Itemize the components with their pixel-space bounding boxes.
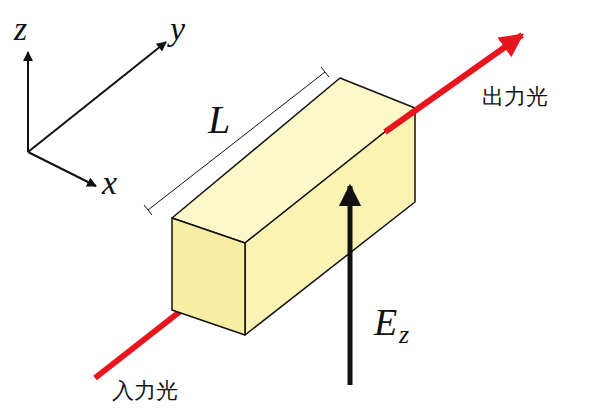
field-arrow <box>348 186 353 385</box>
axis-label: z <box>14 12 27 46</box>
input-light-label: 入力光 <box>112 380 178 402</box>
axis-label: y <box>170 12 185 46</box>
output-light-label: 出力光 <box>482 86 548 108</box>
field-subscript: z <box>399 322 409 348</box>
output-light-arrow <box>385 35 522 132</box>
field-label: E <box>374 303 397 341</box>
crystal-block <box>172 78 415 335</box>
length-label: L <box>208 100 230 140</box>
coordinate-axes <box>28 42 166 186</box>
axis-label: x <box>102 166 117 200</box>
